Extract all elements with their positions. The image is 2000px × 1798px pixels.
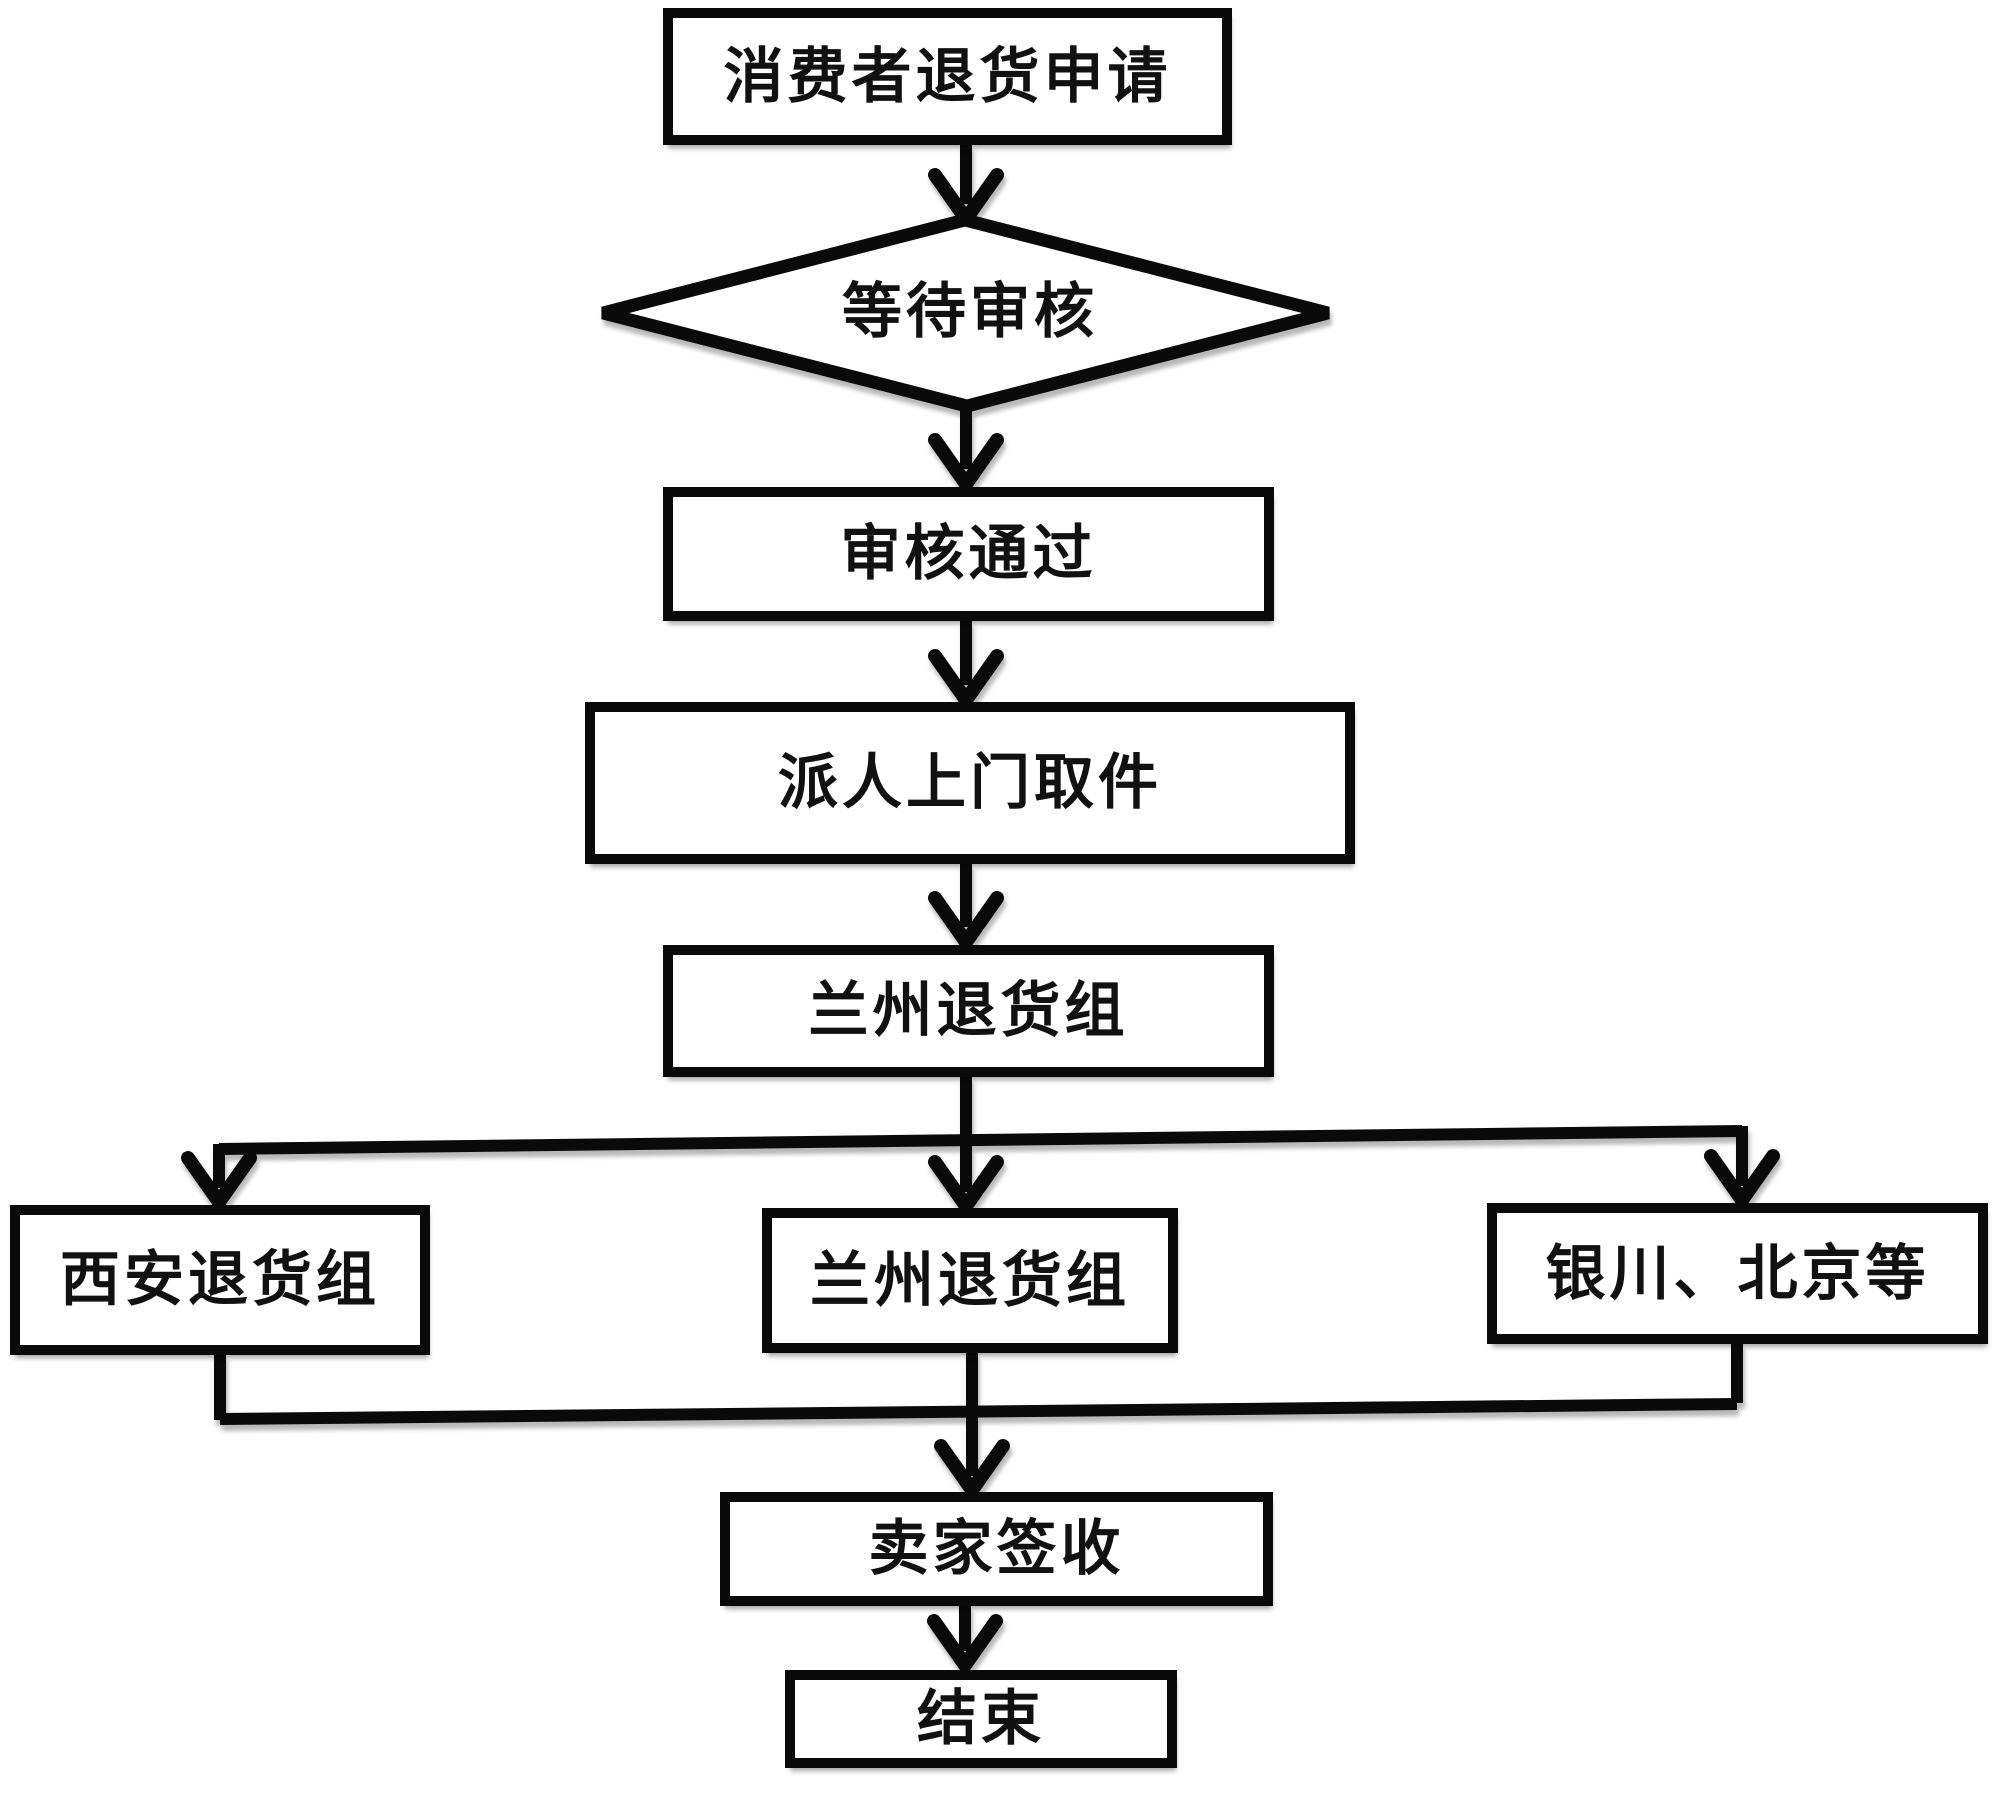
arrowhead-down-icon <box>928 891 1004 955</box>
arrowhead-down-icon <box>928 433 1004 497</box>
node-label: 银川、北京等 <box>1545 1240 1930 1307</box>
node-xian-return-group: 西安退货组 <box>10 1205 430 1355</box>
node-label: 兰州退货组 <box>810 1247 1130 1314</box>
node-review-approved: 审核通过 <box>663 487 1274 621</box>
arrowhead-down-icon <box>928 1155 1004 1219</box>
arrowhead-down-icon <box>1704 1149 1780 1213</box>
edge-merge-horizontal <box>219 1398 1738 1425</box>
node-label: 结束 <box>917 1686 1045 1752</box>
arrowhead-down-icon <box>934 1439 1010 1503</box>
node-yinchuan-beijing-etc: 银川、北京等 <box>1487 1203 1988 1344</box>
node-label: 等待审核 <box>842 279 1098 345</box>
node-door-pickup: 派人上门取件 <box>585 702 1355 864</box>
node-label: 派人上门取件 <box>778 750 1162 816</box>
node-lanzhou-return-group-branch: 兰州退货组 <box>762 1208 1178 1353</box>
node-seller-sign-receipt: 卖家签收 <box>720 1492 1273 1606</box>
node-label: 审核通过 <box>840 521 1097 587</box>
arrowhead-down-icon <box>927 1614 1003 1678</box>
arrowhead-down-icon <box>928 649 1004 713</box>
node-lanzhou-return-group-main: 兰州退货组 <box>663 945 1274 1077</box>
node-await-review: 等待审核 <box>650 262 1290 362</box>
node-label: 西安退货组 <box>60 1247 380 1313</box>
node-end: 结束 <box>785 1670 1177 1768</box>
edge-branch-horizontal <box>218 1125 1743 1155</box>
node-label: 卖家签收 <box>868 1516 1125 1582</box>
arrowhead-down-icon <box>181 1151 257 1215</box>
node-consumer-return-request: 消费者退货申请 <box>663 8 1232 145</box>
node-label: 消费者退货申请 <box>723 43 1172 110</box>
node-label: 兰州退货组 <box>808 978 1129 1044</box>
